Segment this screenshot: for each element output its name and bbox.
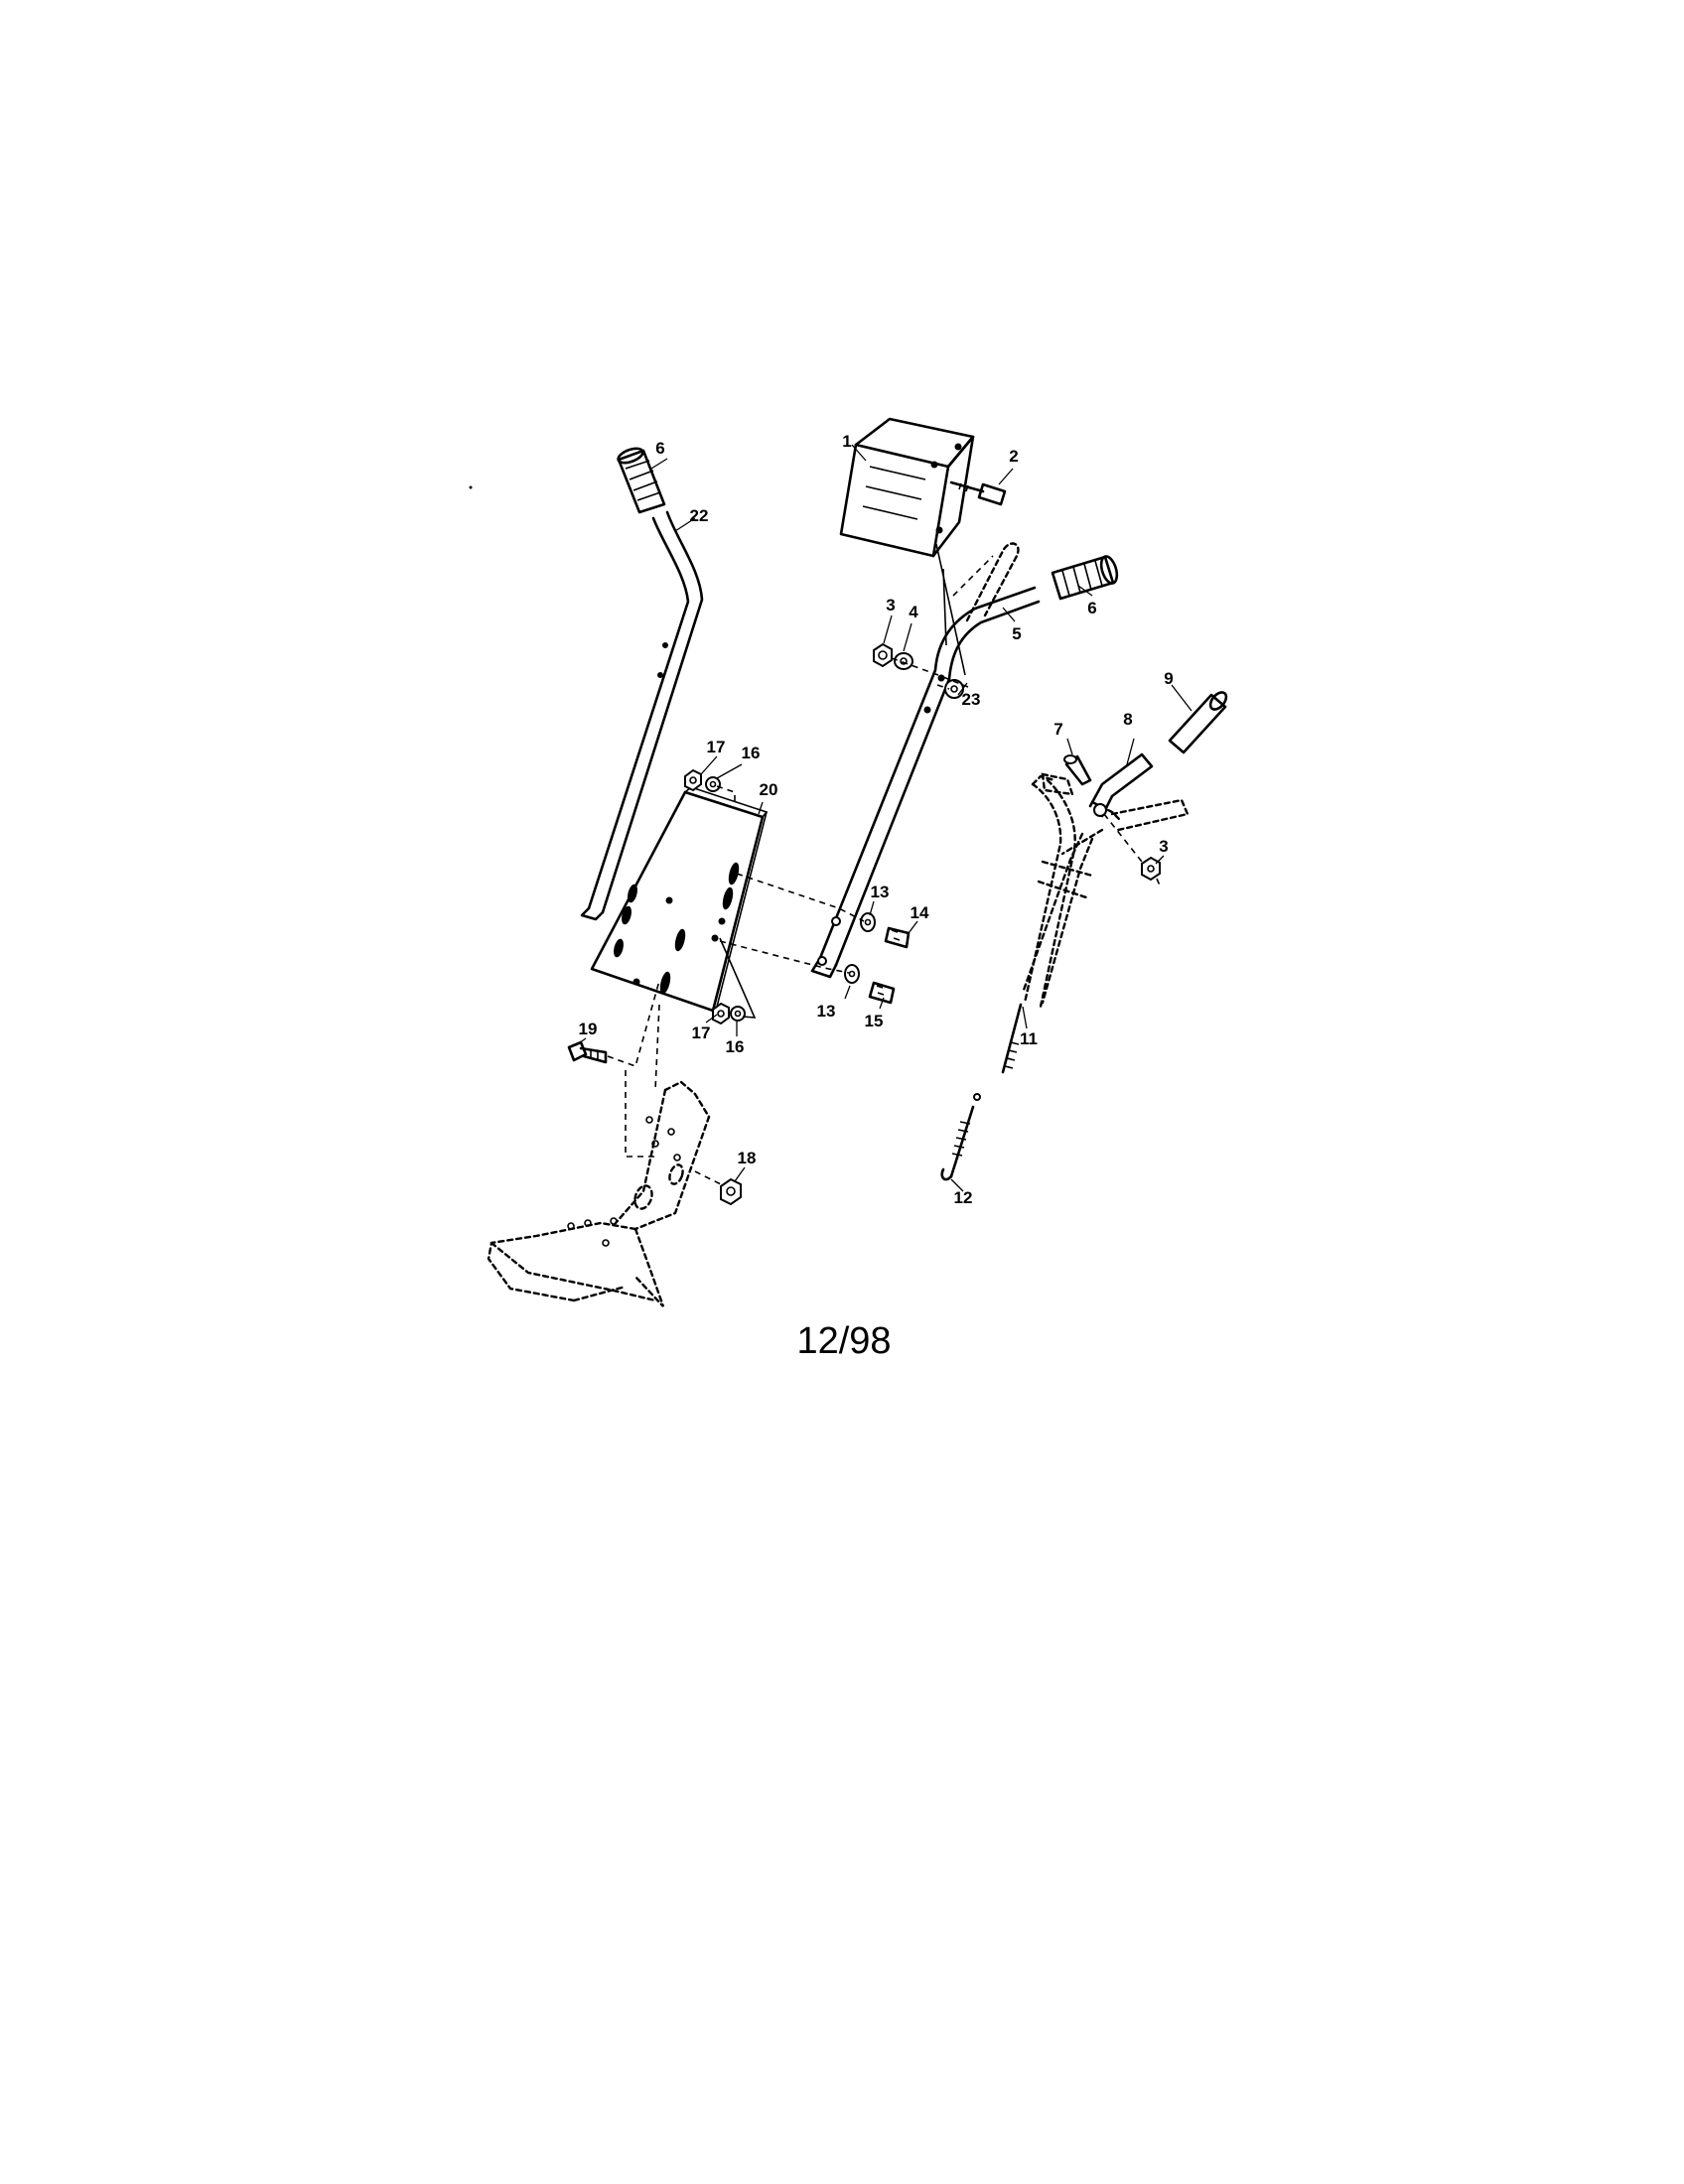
callout-22: 22	[690, 506, 709, 525]
left-handle-tube	[580, 510, 704, 921]
lockwasher-16-upper	[705, 776, 721, 792]
callout-5: 5	[1012, 624, 1021, 643]
lockwasher-16-lower	[730, 1006, 746, 1022]
control-bracket	[839, 417, 975, 558]
callout-20: 20	[760, 780, 778, 799]
callout-16-upper: 16	[742, 744, 761, 762]
washer-13-lower	[844, 964, 860, 984]
bolt-15	[868, 981, 896, 1005]
callout-6-right: 6	[1087, 599, 1096, 617]
callout-1: 1	[842, 432, 851, 451]
callout-4: 4	[909, 603, 918, 621]
nut-18	[720, 1177, 742, 1206]
callout-12: 12	[954, 1188, 973, 1207]
grip-9	[1168, 691, 1228, 754]
left-handle-grip	[617, 447, 666, 514]
bolt-14	[884, 926, 911, 949]
callout-13-upper: 13	[871, 883, 890, 901]
callout-6-left: 6	[655, 439, 664, 458]
callout-17-lower: 17	[692, 1024, 711, 1042]
bolt-19	[567, 1040, 608, 1064]
lever-8	[1088, 752, 1154, 818]
callout-3-lower: 3	[1159, 837, 1168, 856]
callout-9: 9	[1164, 669, 1173, 688]
handle-assembly-side-view	[1021, 772, 1190, 1009]
callout-13-lower: 13	[817, 1002, 836, 1021]
callout-19: 19	[579, 1020, 598, 1038]
date-code: 12/98	[796, 1320, 892, 1362]
leader-lines	[575, 444, 1193, 1192]
nut-3-lower	[1141, 856, 1161, 882]
callout-15: 15	[865, 1012, 884, 1030]
callout-8: 8	[1123, 710, 1132, 729]
cable-spring-12	[940, 1003, 1023, 1181]
nut-17-upper	[684, 768, 702, 792]
bracket-bolt	[949, 480, 1007, 506]
callout-2: 2	[1009, 447, 1018, 466]
washer-4	[894, 652, 913, 670]
callout-23: 23	[962, 690, 981, 709]
nut-3-upper	[873, 642, 893, 668]
callout-17-upper: 17	[707, 738, 726, 756]
scan-speck	[469, 485, 473, 489]
callout-7: 7	[1053, 720, 1062, 739]
callout-18: 18	[738, 1149, 757, 1167]
washer-13-upper	[860, 912, 876, 932]
nut-17-lower	[712, 1002, 730, 1025]
callout-16-lower: 16	[726, 1037, 745, 1056]
pin-7	[1063, 754, 1092, 786]
callout-numbers: 1 2 3 4 5 6 6 22 23 9 7 8 3 17 16 20 13 …	[579, 432, 1174, 1207]
callout-14: 14	[911, 903, 929, 922]
callout-3: 3	[886, 596, 895, 614]
right-handle-grip	[1051, 555, 1119, 601]
lower-frame	[487, 1080, 711, 1307]
callout-11: 11	[1020, 1029, 1038, 1048]
